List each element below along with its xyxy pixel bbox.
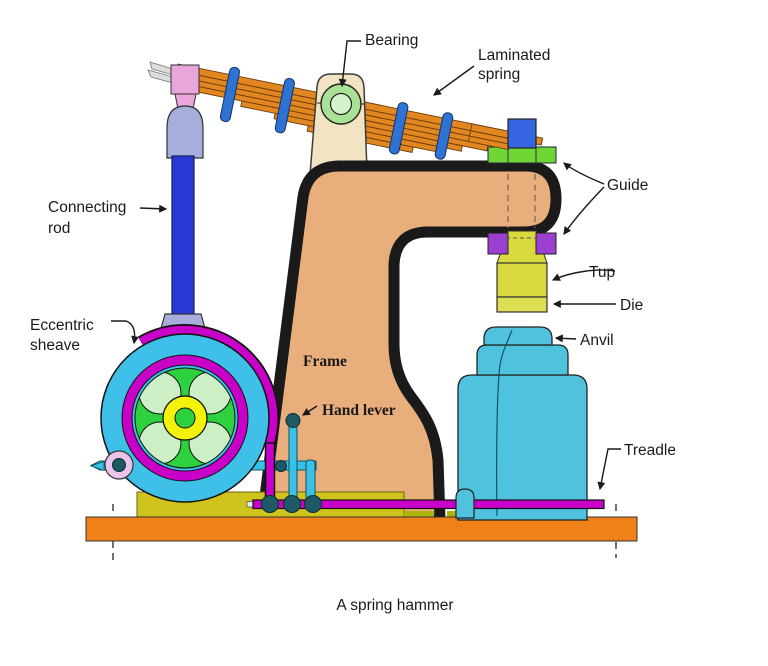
link-pivot — [275, 460, 287, 472]
treadle-assembly — [246, 460, 605, 519]
spring-clamp-straps — [219, 66, 454, 160]
tup-body — [496, 262, 548, 298]
rod-top-end — [166, 105, 204, 159]
connecting-rod-assembly — [147, 61, 207, 333]
hand-lever-rod — [288, 422, 298, 505]
label-laminated-spring-2: spring — [478, 66, 520, 83]
label-laminated-spring-1: Laminated — [478, 47, 550, 64]
anvil-lug — [455, 488, 475, 519]
leader-guide-bottom — [563, 186, 605, 235]
hand-lever-assembly — [285, 413, 316, 505]
anvil — [457, 326, 588, 521]
label-eccentric-sheave-1: Eccentric — [30, 317, 94, 334]
leader-anvil — [554, 334, 577, 343]
leader-eccentric-sheave — [111, 320, 140, 345]
label-anvil: Anvil — [580, 332, 614, 349]
labels: Bearing Laminated spring Guide Tup Die A… — [30, 32, 676, 614]
centerlines — [112, 504, 617, 562]
frame — [256, 160, 562, 526]
label-connecting-rod-2: rod — [48, 220, 70, 237]
label-treadle: Treadle — [624, 442, 676, 459]
spring-clamp-block — [170, 64, 200, 95]
guide-block-top — [487, 146, 557, 164]
treadle-bar — [252, 499, 605, 510]
leader-treadle — [597, 448, 621, 491]
figure-caption: A spring hammer — [336, 597, 453, 614]
eccentric-strap — [137, 324, 280, 506]
hand-lever-knob — [285, 413, 301, 428]
hidden-rod-dashes — [507, 174, 536, 228]
anvil-top-tier — [483, 326, 553, 346]
label-hand-lever: Hand lever — [322, 402, 396, 419]
guide-block-bottom-right — [535, 232, 557, 255]
leader-guide-top — [563, 162, 605, 185]
leader-hand-lever — [301, 405, 318, 416]
leader-bearing — [338, 40, 361, 88]
label-guide: Guide — [607, 177, 648, 194]
anvil-mid-tier — [476, 344, 569, 376]
guide-block-bottom-left — [487, 232, 509, 255]
label-connecting-rod-1: Connecting — [48, 199, 126, 216]
label-tup: Tup — [589, 264, 615, 281]
axle-pin — [89, 450, 134, 480]
leader-connecting-rod — [139, 204, 168, 213]
leader-laminated-spring — [433, 65, 475, 96]
die-block — [496, 296, 548, 313]
base-block — [85, 516, 638, 542]
spring-end-block — [507, 118, 537, 149]
treadle-pivot — [261, 495, 279, 513]
leader-lines — [111, 40, 621, 491]
label-frame: Frame — [303, 353, 347, 370]
eccentric-sheave-wheel — [100, 333, 270, 503]
label-die: Die — [620, 297, 643, 314]
leader-tup — [551, 269, 616, 281]
treadle-pivot — [283, 495, 301, 513]
anvil-body — [457, 374, 588, 521]
treadle-pivot — [304, 495, 322, 513]
bearing-pin — [329, 92, 353, 116]
label-bearing: Bearing — [365, 32, 418, 49]
connecting-rod — [171, 155, 195, 317]
tup-die-assembly — [487, 230, 557, 313]
label-eccentric-sheave-2: sheave — [30, 337, 80, 354]
